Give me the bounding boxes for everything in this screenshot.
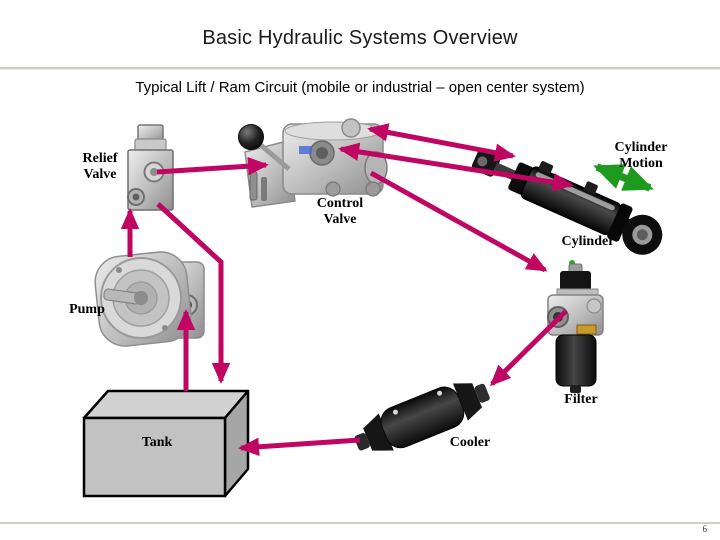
filter-image	[547, 260, 604, 393]
flow-arrow-control-to-cylinder-rod-end	[367, 123, 516, 162]
label-cylinder-motion: Cylinder Motion	[614, 140, 668, 171]
label-cooler: Cooler	[449, 435, 491, 450]
slide-subtitle: Typical Lift / Ram Circuit (mobile or in…	[135, 79, 585, 96]
flow-arrow-cooler-to-tank	[238, 437, 361, 457]
flow-arrow-relief-to-tank	[156, 202, 231, 384]
title-divider	[0, 67, 720, 70]
label-control-valve: Control Valve	[316, 196, 364, 227]
flow-arrow-control-to-filter	[369, 170, 548, 273]
cylinder-motion-arrow	[593, 163, 654, 192]
cooler-image	[354, 383, 490, 451]
label-cylinder: Cylinder	[561, 234, 615, 249]
tank-image	[82, 389, 250, 498]
label-relief-valve: Relief Valve	[82, 151, 118, 182]
page-number: 6	[702, 524, 708, 534]
flow-arrow-filter-to-cooler	[489, 309, 568, 387]
footer-line	[0, 522, 720, 524]
flow-arrow-relief-to-control	[156, 156, 269, 176]
label-pump: Pump	[69, 302, 105, 317]
pump-image	[94, 251, 205, 347]
relief-valve-image	[127, 124, 174, 211]
label-filter: Filter	[564, 392, 598, 407]
flow-arrows	[120, 123, 574, 457]
label-tank: Tank	[141, 435, 173, 450]
flow-arrow-control-to-cylinder-cap-end	[338, 142, 574, 192]
slide-title: Basic Hydraulic Systems Overview	[202, 27, 518, 49]
